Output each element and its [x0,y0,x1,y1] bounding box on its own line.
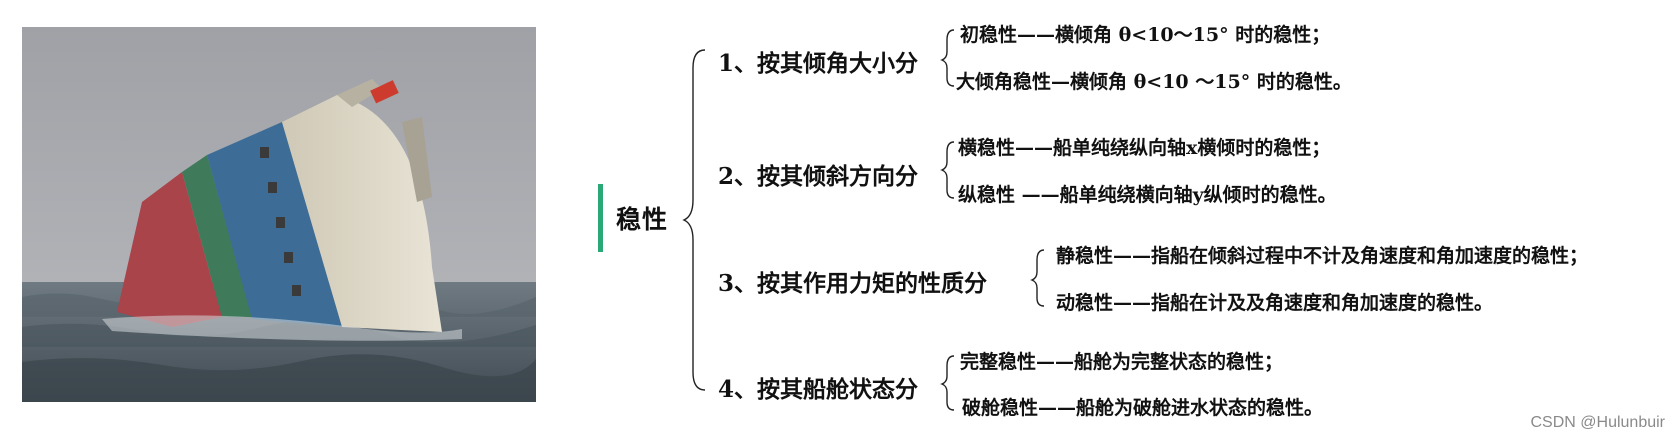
category-label-1: 1、按其倾角大小分 [718,44,918,78]
category-1-item-2: 大倾角稳性—横倾角 θ<10 ～15° 时的稳性。 [956,67,1352,94]
category-4-item-1: 完整稳性——船舱为完整状态的稳性； [960,347,1283,374]
category-label-2: 2、按其倾斜方向分 [718,157,918,191]
category-1-item-1: 初稳性——横倾角 θ<10～15° 时的稳性； [960,20,1330,47]
category-3-item-2: 动稳性——指船在计及及角速度和角加速度的稳性。 [1056,288,1493,315]
category-2-item-1: 横稳性——船单纯绕纵向轴x横倾时的稳性； [958,133,1330,160]
brace-cat-4 [942,356,954,410]
watermark: CSDN @Hulunbuir [1530,414,1665,432]
category-label-3: 3、按其作用力矩的性质分 [718,264,987,298]
root-brace [684,50,705,390]
brace-cat-2 [942,142,954,198]
category-4-item-2: 破舱稳性——船舱为破舱进水状态的稳性。 [962,393,1323,420]
brace-cat-1 [942,30,954,86]
category-label-4: 4、按其船舱状态分 [718,370,918,404]
category-2-item-2: 纵稳性 ——船单纯绕横向轴y纵倾时的稳性。 [958,180,1337,207]
brace-cat-3 [1032,250,1044,306]
category-3-item-1: 静稳性——指船在倾斜过程中不计及角速度和角加速度的稳性； [1056,241,1588,268]
